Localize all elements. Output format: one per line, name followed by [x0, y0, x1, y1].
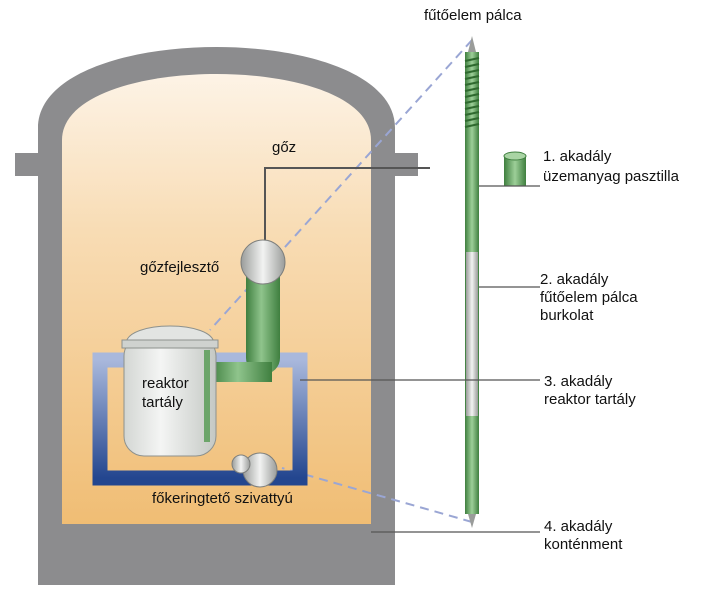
fuel-rod: [464, 36, 480, 528]
main-circulation-pump: [231, 452, 278, 488]
spring-coil: [464, 99, 480, 104]
label-steam: gőz: [272, 139, 296, 156]
barrier-3-line2: reaktor tartály: [544, 391, 636, 408]
spring-coil: [464, 63, 480, 68]
fuel-pellet-top: [503, 151, 527, 161]
leader-lines: [300, 185, 540, 533]
connector-bottom: [281, 467, 473, 523]
label-pump: főkeringtető szivattyú: [152, 490, 293, 507]
spring-coil: [464, 123, 480, 128]
barrier-2-title: 2. akadály: [540, 271, 609, 288]
barrier-3-title: 3. akadály: [544, 373, 613, 390]
fuel-rod-connector-lines: [209, 39, 473, 523]
connector-top: [209, 39, 473, 331]
barrier-4-line2: konténment: [544, 536, 623, 553]
barrier-1-line2: üzemanyag pasztilla: [543, 168, 680, 185]
barrier-4-title: 4. akadály: [544, 518, 613, 535]
steam-line: [264, 167, 430, 248]
hot-leg-pipe: [210, 362, 272, 382]
labels: fűtőelem pálca gőz gőzfejlesztő reaktor …: [140, 7, 680, 553]
spring-coil: [464, 81, 480, 86]
reactor-vessel: [121, 325, 219, 457]
label-reactor-line2: tartály: [142, 394, 183, 411]
label-reactor-line1: reaktor: [142, 375, 189, 392]
spring-coil: [464, 111, 480, 116]
pump-head: [231, 454, 251, 474]
spring-coil: [464, 75, 480, 80]
spring-coil: [464, 117, 480, 122]
fuel-rod-bottom-tip: [468, 514, 476, 528]
control-rod-indicator: [204, 350, 210, 442]
spring-coil: [464, 93, 480, 98]
spring-coil: [464, 57, 480, 62]
fuel-rod-spring: [464, 57, 480, 128]
fuel-rod-top-tip: [468, 36, 476, 52]
spring-coil: [464, 87, 480, 92]
label-steam-generator: gőzfejlesztő: [140, 259, 219, 276]
barrier-2-line2: fűtőelem pálca: [540, 289, 638, 306]
spring-coil: [464, 69, 480, 74]
steam-generator-riser: [246, 262, 280, 374]
fuel-rod-grey-section: [466, 252, 478, 416]
spring-coil: [464, 105, 480, 110]
barrier-2-line3: burkolat: [540, 307, 594, 324]
fuel-pellet-body: [504, 156, 526, 186]
steam-generator-dome: [240, 239, 286, 285]
label-fuel-rod: fűtőelem pálca: [424, 7, 522, 24]
steam-generator: [210, 167, 430, 382]
reactor-flange: [121, 339, 219, 349]
containment-interior: [62, 74, 371, 524]
fuel-pellet: [503, 151, 527, 186]
barrier-1-title: 1. akadály: [543, 148, 612, 165]
